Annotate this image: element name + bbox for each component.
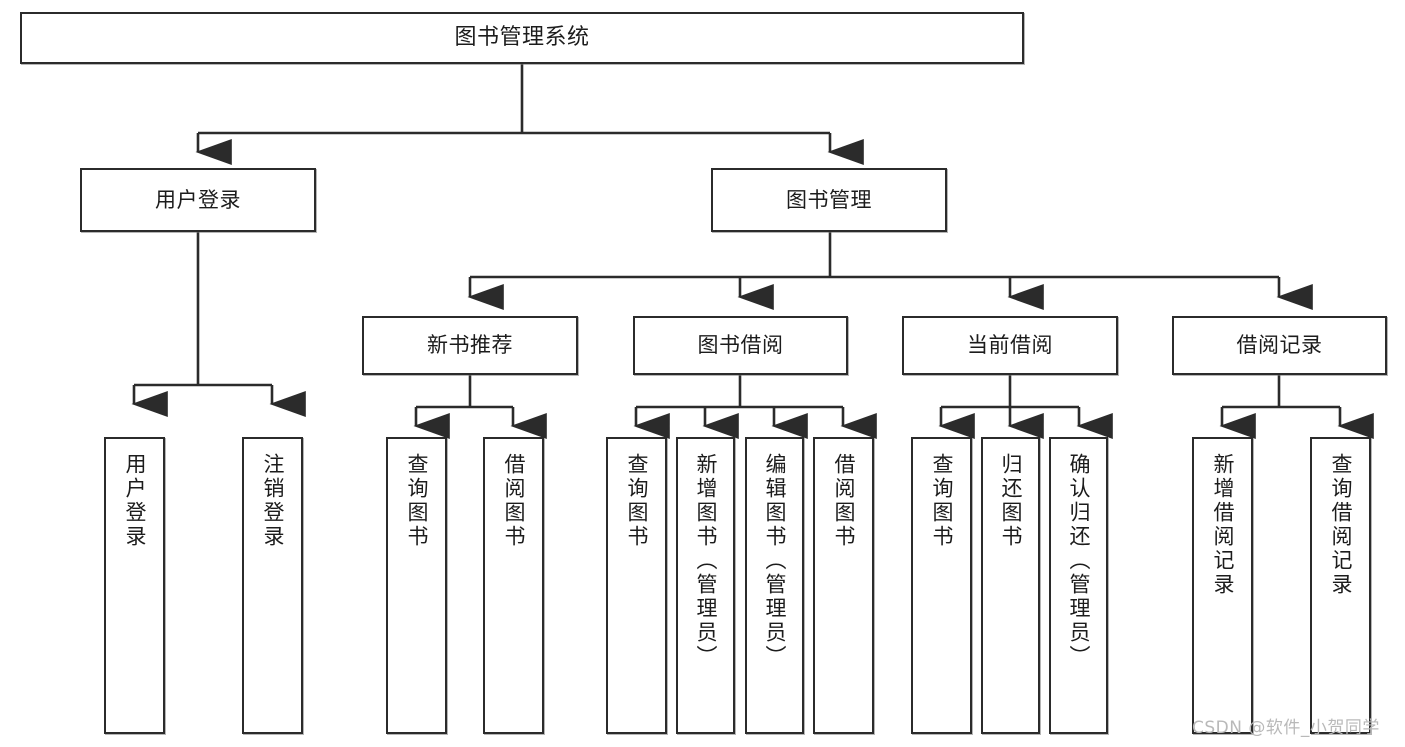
leaf-return-book[interactable]: 归还图书 — [981, 437, 1040, 734]
node-label: 借阅图书 — [832, 453, 856, 549]
node-label: 用户登录 — [123, 453, 147, 549]
node-label: 归还图书 — [999, 453, 1023, 549]
node-label: 新书推荐 — [427, 333, 513, 358]
node-new-book-recommend[interactable]: 新书推荐 — [362, 316, 578, 375]
leaf-add-borrow-record[interactable]: 新增借阅记录 — [1192, 437, 1253, 734]
node-label: 借阅记录 — [1236, 333, 1323, 358]
leaf-borrow-book[interactable]: 借阅图书 — [813, 437, 874, 734]
node-label: 编辑图书（管理员） — [763, 453, 787, 669]
node-label: 当前借阅 — [967, 333, 1053, 358]
node-label: 借阅图书 — [502, 453, 526, 549]
node-label: 图书管理系统 — [454, 25, 590, 51]
leaf-query-book-recommend[interactable]: 查询图书 — [386, 437, 447, 734]
leaf-query-borrow-record[interactable]: 查询借阅记录 — [1310, 437, 1371, 734]
node-label: 用户登录 — [155, 187, 241, 212]
csdn-watermark: CSDN @软件_小贺同学 — [1192, 718, 1380, 738]
node-label: 查询借阅记录 — [1329, 453, 1353, 597]
leaf-logout-login[interactable]: 注销登录 — [242, 437, 303, 734]
node-book-borrow[interactable]: 图书借阅 — [633, 316, 848, 375]
node-root-system[interactable]: 图书管理系统 — [20, 12, 1024, 64]
node-current-borrow[interactable]: 当前借阅 — [902, 316, 1118, 375]
node-label: 新增图书（管理员） — [694, 453, 718, 669]
leaf-add-book[interactable]: 新增图书（管理员） — [676, 437, 735, 734]
leaf-query-book-borrow[interactable]: 查询图书 — [606, 437, 667, 734]
node-label: 查询图书 — [405, 453, 429, 549]
node-label: 新增借阅记录 — [1211, 453, 1235, 597]
node-borrow-record[interactable]: 借阅记录 — [1172, 316, 1387, 375]
node-book-manage[interactable]: 图书管理 — [711, 168, 947, 232]
node-label: 图书管理 — [786, 187, 872, 212]
node-label: 查询图书 — [930, 453, 954, 549]
node-label: 图书借阅 — [697, 333, 784, 358]
leaf-user-login[interactable]: 用户登录 — [104, 437, 165, 734]
node-label: 确认归还（管理员） — [1067, 453, 1091, 669]
node-label: 注销登录 — [261, 453, 285, 549]
node-label: 查询图书 — [625, 453, 649, 549]
leaf-edit-book[interactable]: 编辑图书（管理员） — [745, 437, 804, 734]
leaf-borrow-book-recommend[interactable]: 借阅图书 — [483, 437, 544, 734]
node-user-login[interactable]: 用户登录 — [80, 168, 316, 232]
leaf-query-book-current[interactable]: 查询图书 — [911, 437, 972, 734]
leaf-confirm-return[interactable]: 确认归还（管理员） — [1049, 437, 1108, 734]
